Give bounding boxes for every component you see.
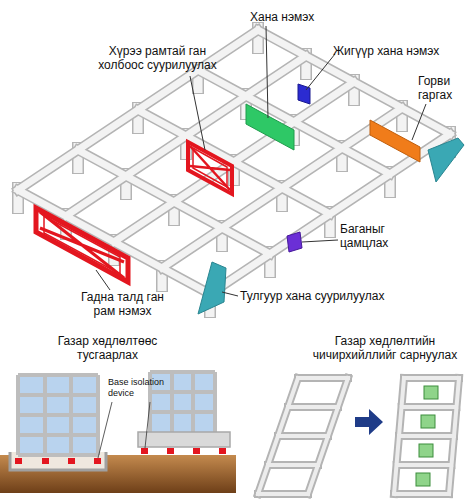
isolation-device <box>219 448 226 454</box>
callout-label: Горви гаргах <box>418 74 468 103</box>
beam-face <box>18 30 450 294</box>
isolation-devices <box>15 458 101 464</box>
isolation-device <box>94 458 101 464</box>
callout-label: Жигүүр хана нэмэх <box>333 44 463 58</box>
frame-face <box>258 378 348 494</box>
callout-label: Гадна талд ган рам нэмэх <box>75 290 170 319</box>
inner-steel-brace <box>188 142 232 194</box>
building-windows <box>18 375 98 455</box>
leader-line <box>412 104 426 140</box>
column-face <box>18 23 450 317</box>
leader-line <box>96 270 110 290</box>
callout-label: Хана нэмэх <box>250 10 330 24</box>
beam-outline <box>18 30 450 294</box>
frame-diagonal <box>40 212 124 278</box>
building-podium <box>138 432 230 447</box>
isolation-device <box>167 448 174 454</box>
outer-steel-frame <box>36 208 128 282</box>
callout-label: Газар хөдлөлтөөс тусгаарлах <box>45 334 170 363</box>
beam-extension <box>370 120 420 162</box>
buttress-right <box>428 138 464 182</box>
column-outline <box>18 22 450 318</box>
isolation-device <box>141 448 148 454</box>
leader-line <box>306 54 335 90</box>
damper <box>424 386 438 399</box>
leader-line <box>222 292 238 296</box>
isolation-device <box>68 458 75 464</box>
brace-diagonal <box>190 146 230 190</box>
transition-arrow <box>355 409 383 435</box>
frame-beams <box>18 30 450 294</box>
isolation-device <box>42 458 49 464</box>
leader-line <box>98 402 150 458</box>
dampers <box>416 386 438 486</box>
leader-line <box>266 26 268 118</box>
callout-label: Хүрээ рамтай ган холбоос суурилуулах <box>95 44 220 73</box>
callout-label: Тулгуур хана суурилуулах <box>240 289 440 303</box>
building-frame <box>18 375 98 455</box>
column-jacket <box>287 232 302 252</box>
added-wall <box>246 104 294 150</box>
callout-label: Газар хөдлөлтийн чичирхийллийг сарнуулах <box>310 334 460 363</box>
frame-outline <box>258 378 348 494</box>
brace-frame <box>188 142 232 194</box>
callout-label: Base isolation device <box>108 377 174 399</box>
frame-columns <box>18 22 450 318</box>
isolation-device <box>15 458 22 464</box>
isolation-devices <box>141 448 226 454</box>
damper <box>416 473 430 486</box>
leader-lines <box>96 26 426 296</box>
leader-line <box>190 76 205 150</box>
leader-line <box>302 240 338 242</box>
frame-face <box>394 378 459 494</box>
deformed-frame <box>258 378 348 494</box>
damper <box>419 444 433 457</box>
frame-outline <box>394 378 459 494</box>
buttress-bottom <box>198 262 226 314</box>
frame-outline <box>36 208 128 282</box>
damped-frame <box>394 378 459 494</box>
isolation-device <box>193 448 200 454</box>
callout-label: Баганыг цамцлах <box>340 222 402 251</box>
damper <box>421 415 435 428</box>
